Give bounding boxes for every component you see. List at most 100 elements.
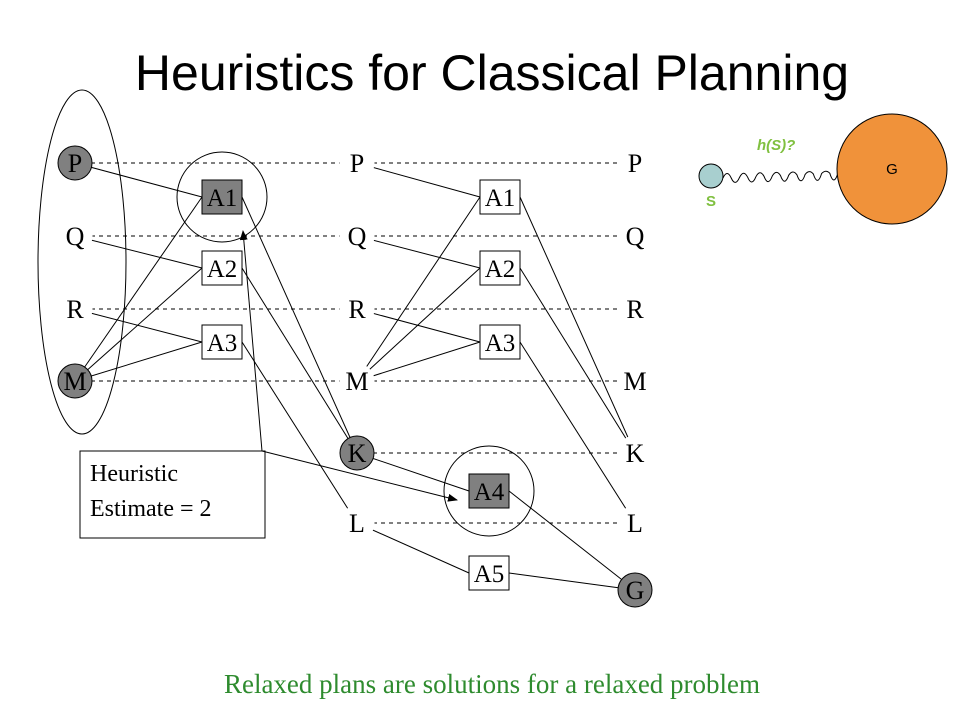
level2-prop-q: Q [617,218,653,254]
wavy-heuristic-path [722,170,839,183]
proposition-label: P [350,149,364,178]
level1-prop-k: K [339,435,375,471]
action-label: A3 [485,330,516,357]
edge-a1-k [241,196,358,454]
proposition-circle [339,505,375,541]
action-label: A1 [207,185,238,212]
level1-prop-q: Q [339,218,375,254]
edge-r-a3 [74,308,203,343]
edge-a2-k [241,267,358,454]
proposition-label: M [345,367,368,396]
proposition-circle [339,435,375,471]
proposition-circle [339,363,375,399]
proposition-label: K [348,439,367,468]
level2-prop-p: P [617,145,653,181]
level2-prop-l: L [617,505,653,541]
start-state-label: S [706,193,716,210]
edge-m-a1 [74,196,203,382]
edge-a2-k-2 [519,267,636,454]
level1-prop-m: M [339,363,375,399]
proposition-circle [617,505,653,541]
estimate-arrow-to-a4 [261,450,458,502]
action-box [201,179,243,215]
level2-prop-k: K [617,435,653,471]
slide-caption: Relaxed plans are solutions for a relaxe… [224,669,760,699]
proposition-label: K [626,439,645,468]
persistence-lines [75,162,635,524]
proposition-circle [617,572,653,608]
edge-p-a1 [74,162,203,198]
proposition-circle [57,218,93,254]
estimate-line-2: Estimate = 2 [90,496,212,522]
level0-prop-q: Q [57,218,93,254]
action-box [201,324,243,360]
proposition-label: M [623,367,646,396]
proposition-circle [57,363,93,399]
initial-state-ellipse [37,89,127,435]
proposition-label: P [68,149,82,178]
proposition-label: R [626,295,644,324]
action-box [201,250,243,286]
proposition-label: L [627,509,643,538]
estimate-arrow-to-a1 [239,230,263,452]
proposition-circle [339,145,375,181]
level0-prop-r: R [57,291,93,327]
proposition-circle [617,291,653,327]
level1-prop-l: L [339,505,375,541]
action-label: A3 [207,330,238,357]
action-label: A1 [485,185,516,212]
level1-prop-p: P [339,145,375,181]
proposition-label: R [348,295,366,324]
edge-a3-l [241,341,358,524]
level2-action-a4: A4 [468,473,510,509]
edge-m-a3 [74,341,203,382]
proposition-label: Q [626,222,645,251]
heuristic-estimate-box: Heuristic Estimate = 2 [79,450,266,539]
edge-a4-g [508,490,636,591]
level1-action-a3: A3 [201,324,243,360]
level1-action-a1: A1 [201,179,243,215]
edge-a1-k-2 [519,196,636,454]
proposition-circle [617,218,653,254]
proposition-circle [617,145,653,181]
level2-prop-r: R [617,291,653,327]
proposition-label: Q [66,222,85,251]
goal-state-node [836,113,948,225]
edge-m-a2 [74,267,203,382]
level2-action-a2: A2 [479,250,521,286]
heuristic-question-label: h(S)? [757,137,795,154]
action-box [479,250,521,286]
level2-prop-m: M [617,363,653,399]
edge-m-a1-2 [356,196,481,382]
proposition-label: P [628,149,642,178]
edge-m-a2-2 [356,267,481,382]
action-box [468,555,510,591]
action-box [479,179,521,215]
proposition-circle [339,218,375,254]
proposition-circle [617,363,653,399]
page-title: Heuristics for Classical Planning [135,45,849,101]
proposition-circle [339,291,375,327]
action-edges [74,162,636,591]
a1-highlight-circle [176,151,268,243]
action-label: A4 [474,479,505,506]
level2-action-a5: A5 [468,555,510,591]
edge-q-a2 [74,235,203,269]
edge-p-a1-2 [356,162,481,198]
proposition-label: M [63,367,86,396]
proposition-label: L [349,509,365,538]
action-box [479,324,521,360]
edge-k-a4 [356,452,470,492]
action-box [468,473,510,509]
start-state-node [698,163,724,189]
goal-state-label: G [886,161,898,178]
level0-prop-p: P [57,145,93,181]
proposition-label: R [66,295,84,324]
a4-highlight-circle [443,445,535,537]
edge-l-a5 [356,522,470,574]
action-label: A5 [474,561,505,588]
proposition-circle [617,435,653,471]
level1-action-a2: A2 [201,250,243,286]
